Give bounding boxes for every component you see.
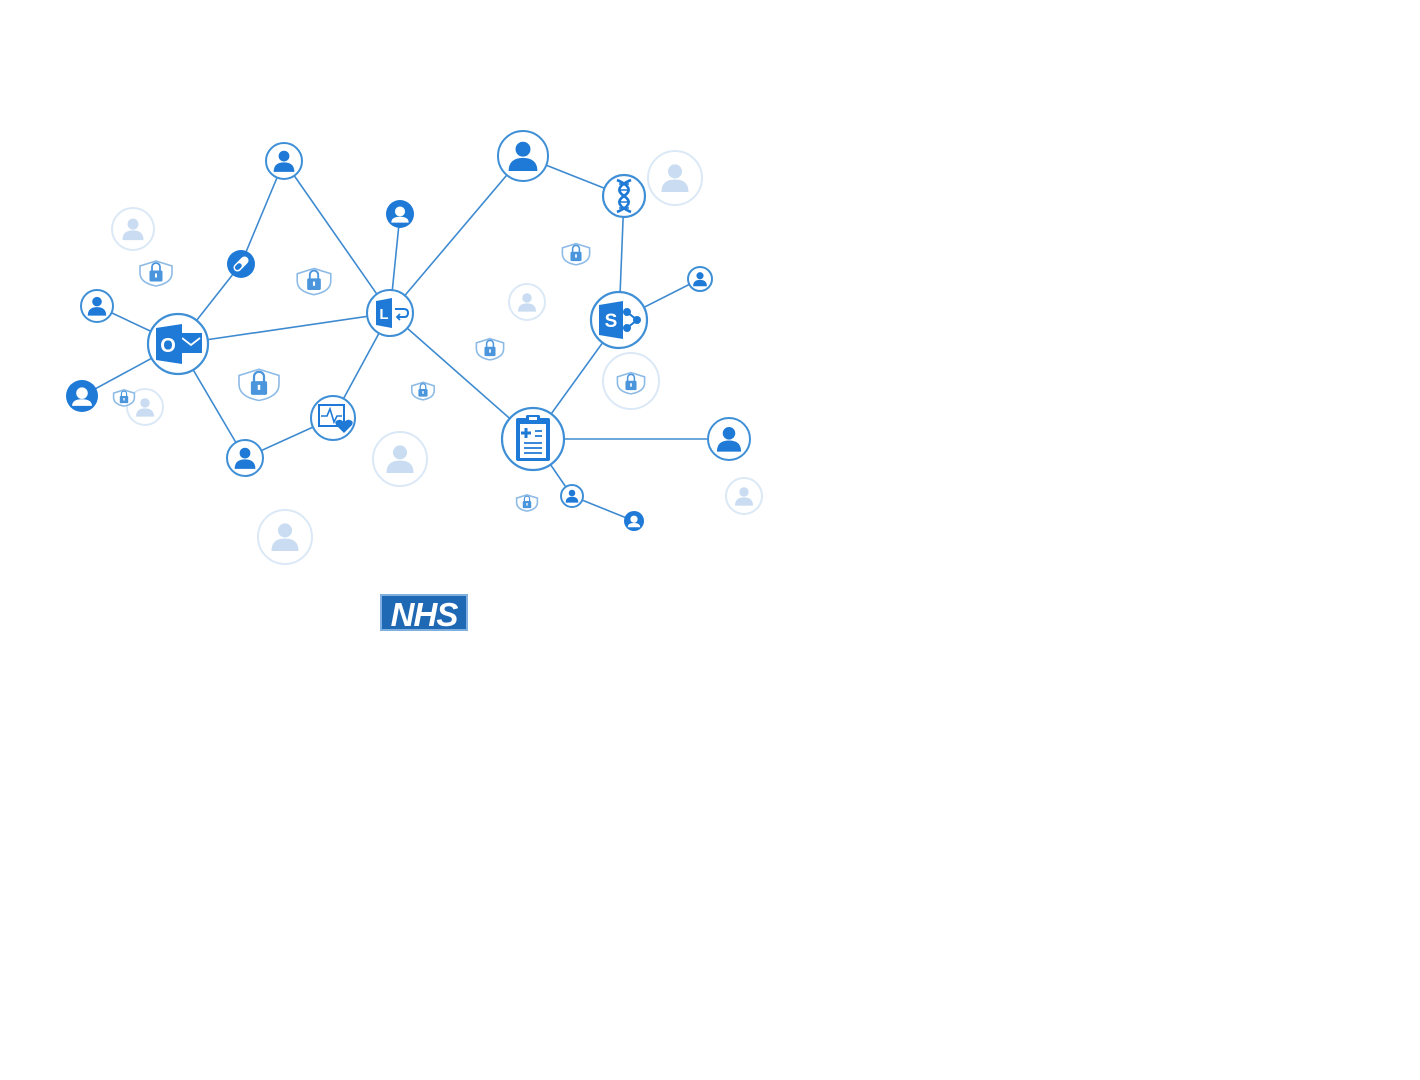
padlock-shield-icon [238, 368, 280, 402]
person-icon [560, 484, 584, 508]
person-icon [66, 380, 98, 412]
person-icon [624, 511, 644, 531]
faint-person-icon [508, 283, 546, 321]
padlock-shield-icon [411, 381, 435, 401]
padlock-shield-icon [616, 371, 646, 395]
network-edge [177, 312, 391, 345]
padlock-shield-icon [139, 260, 173, 287]
outlook-icon: O [146, 312, 210, 376]
svg-text:O: O [160, 335, 176, 357]
padlock-shield-icon [112, 389, 136, 407]
person-icon [386, 200, 414, 228]
person-icon [687, 266, 713, 292]
network-edge [389, 155, 524, 314]
faint-person-icon [372, 431, 428, 487]
padlock-shield-icon [296, 267, 332, 296]
padlock-shield-icon [515, 494, 539, 512]
clipboard-icon [500, 406, 566, 472]
lync-icon: L [366, 289, 414, 337]
faint-person-icon [647, 150, 703, 206]
pill-icon [227, 250, 255, 278]
person-icon [80, 289, 114, 323]
person-icon [497, 130, 549, 182]
faint-person-icon [257, 509, 313, 565]
network-edge [283, 160, 391, 314]
person-icon [707, 417, 751, 461]
padlock-shield-icon [561, 242, 591, 266]
padlock-shield-icon [475, 337, 505, 361]
faint-person-icon [725, 477, 763, 515]
nhs-logo: NHS [380, 594, 468, 633]
dna-icon [601, 173, 647, 219]
svg-text:S: S [605, 311, 618, 332]
heart-monitor-icon [310, 395, 356, 441]
person-icon [226, 439, 264, 477]
faint-person-icon [111, 207, 155, 251]
faint-person-icon [126, 388, 164, 426]
sharepoint-icon: S [589, 290, 649, 350]
person-icon [265, 142, 303, 180]
svg-text:L: L [379, 306, 388, 323]
